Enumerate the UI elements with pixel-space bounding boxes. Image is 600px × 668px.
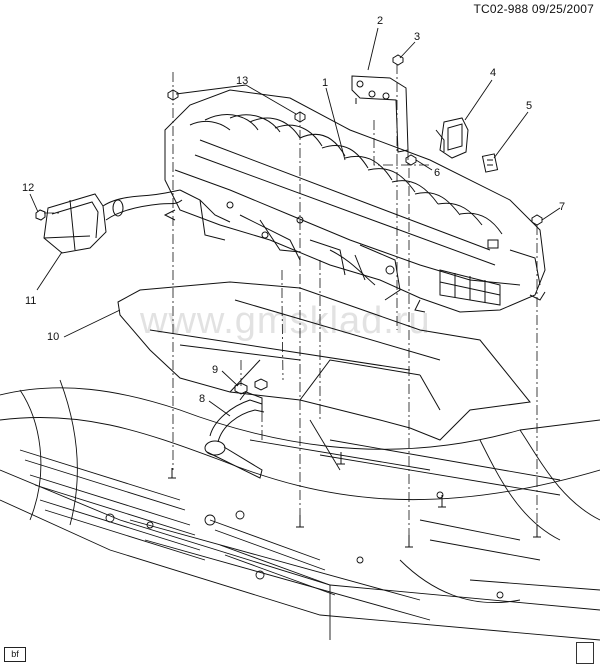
insulator-pad xyxy=(117,281,531,441)
vehicle-floor-pan xyxy=(0,379,600,641)
control-module xyxy=(435,117,469,159)
callout-12: 12 xyxy=(22,182,34,194)
screw-12 xyxy=(35,209,46,221)
callout-9: 9 xyxy=(212,364,218,376)
floor-studs xyxy=(168,452,541,548)
callout-6: 6 xyxy=(434,167,440,179)
callout-4: 4 xyxy=(490,67,496,79)
callout-5: 5 xyxy=(526,100,532,112)
callout-1: 1 xyxy=(322,77,328,89)
callout-10: 10 xyxy=(47,331,59,343)
connector-5 xyxy=(481,153,499,173)
callout-13: 13 xyxy=(236,75,248,87)
battery-module xyxy=(163,89,546,313)
leader-lines xyxy=(29,27,561,417)
callout-7: 7 xyxy=(559,201,565,213)
assembly-centerlines xyxy=(44,64,538,535)
callout-8: 8 xyxy=(199,393,205,405)
callout-labels: 1 2 3 4 5 6 7 8 9 10 11 12 13 xyxy=(22,15,565,405)
callout-2: 2 xyxy=(377,15,383,27)
bolt-3 xyxy=(392,54,404,66)
callout-11: 11 xyxy=(25,295,36,307)
drain-hose xyxy=(204,391,265,479)
air-duct xyxy=(43,189,183,254)
bracket xyxy=(351,75,409,153)
drawing-id: TC02-988 09/25/2007 xyxy=(473,2,594,16)
bolt-6 xyxy=(405,154,417,166)
nut-7 xyxy=(531,214,543,226)
footer-tag: bf xyxy=(4,647,26,662)
corner-logo-icon xyxy=(576,642,594,664)
callout-3: 3 xyxy=(414,31,420,43)
